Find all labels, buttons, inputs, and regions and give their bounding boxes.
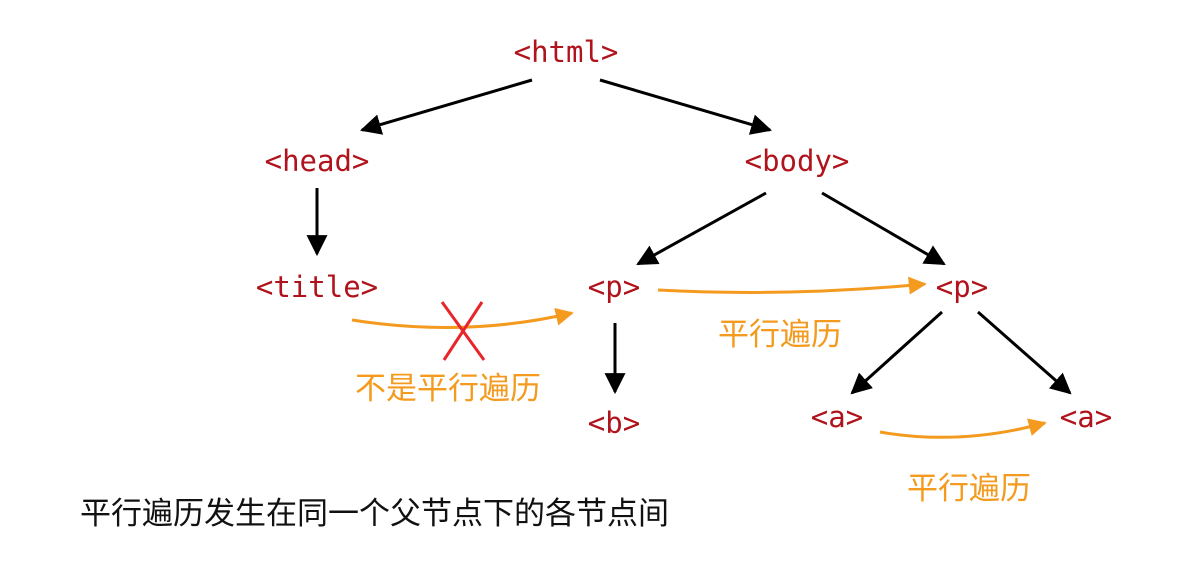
node-title: <title> [255,270,379,304]
edge-p2-a1 [850,310,944,395]
node-p-first: <p> [587,270,641,304]
node-a-first: <a> [810,400,864,434]
edge-p2-a2 [977,310,1072,395]
sibling-arrow-title-p [351,307,574,330]
label-sibling-traversal-p: 平行遍历 [718,317,842,353]
node-head: <head> [264,144,370,178]
sibling-arrow-a-a [879,418,1047,439]
node-body: <body> [744,144,850,178]
label-sibling-traversal-a: 平行遍历 [907,471,1031,507]
label-not-sibling-traversal: 不是平行遍历 [355,371,541,407]
edge-body-p1 [636,191,767,266]
caption-text: 平行遍历发生在同一个父节点下的各节点间 [80,496,669,532]
node-b: <b> [587,406,641,440]
node-a-second: <a> [1059,400,1113,434]
edge-html-head [359,78,533,135]
edge-body-p2 [821,191,946,266]
node-p-second: <p> [935,270,989,304]
cross-mark-icon [440,301,486,361]
edge-html-body [599,78,773,135]
node-html: <html> [513,35,619,69]
sibling-arrow-p-p [657,276,927,295]
